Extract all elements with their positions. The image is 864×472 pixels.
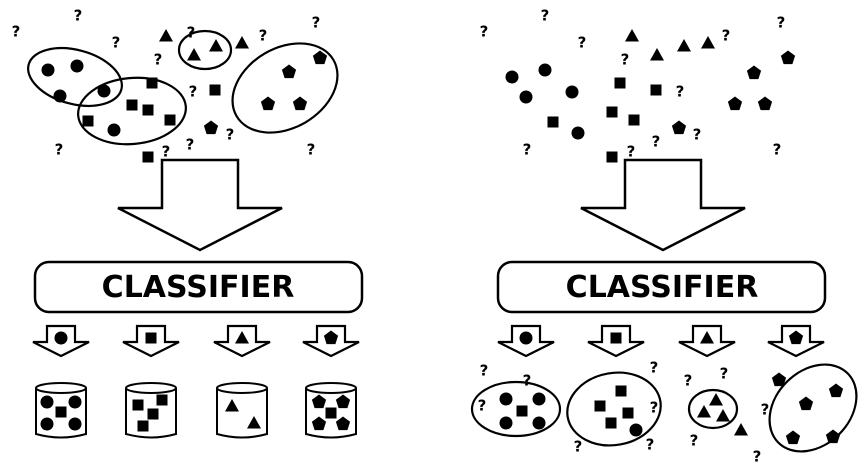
left-small-arrows — [31, 324, 361, 358]
right-panel: CLASSIFIER — [470, 6, 858, 466]
left-classifier-box: CLASSIFIER — [33, 260, 364, 314]
right-small-arrows — [496, 324, 826, 358]
cluster-ellipse-circles — [27, 47, 123, 107]
right-classifier-box: CLASSIFIER — [496, 260, 827, 314]
cluster-ellipse-pentagons — [231, 42, 339, 134]
right-data-cloud — [479, 6, 796, 163]
right-classifier-label: CLASSIFIER — [566, 270, 759, 305]
cluster-ellipse-squares — [77, 76, 187, 146]
right-big-arrow — [579, 158, 747, 252]
left-bin-circles — [35, 382, 87, 439]
right-cluster-squares — [566, 358, 662, 456]
cluster-ellipse-triangles — [177, 29, 233, 71]
left-classifier-label: CLASSIFIER — [102, 270, 295, 305]
right-cluster-pentagons — [752, 363, 858, 466]
left-big-arrow — [116, 158, 284, 252]
left-panel: CLASSIFIER — [11, 6, 364, 439]
left-bin-squares — [125, 382, 177, 439]
right-cluster-circles — [470, 361, 562, 438]
right-cluster-triangles — [683, 364, 748, 450]
left-data-cloud — [11, 6, 339, 163]
left-bin-triangles — [216, 382, 268, 439]
left-bin-pentagons — [305, 382, 357, 439]
